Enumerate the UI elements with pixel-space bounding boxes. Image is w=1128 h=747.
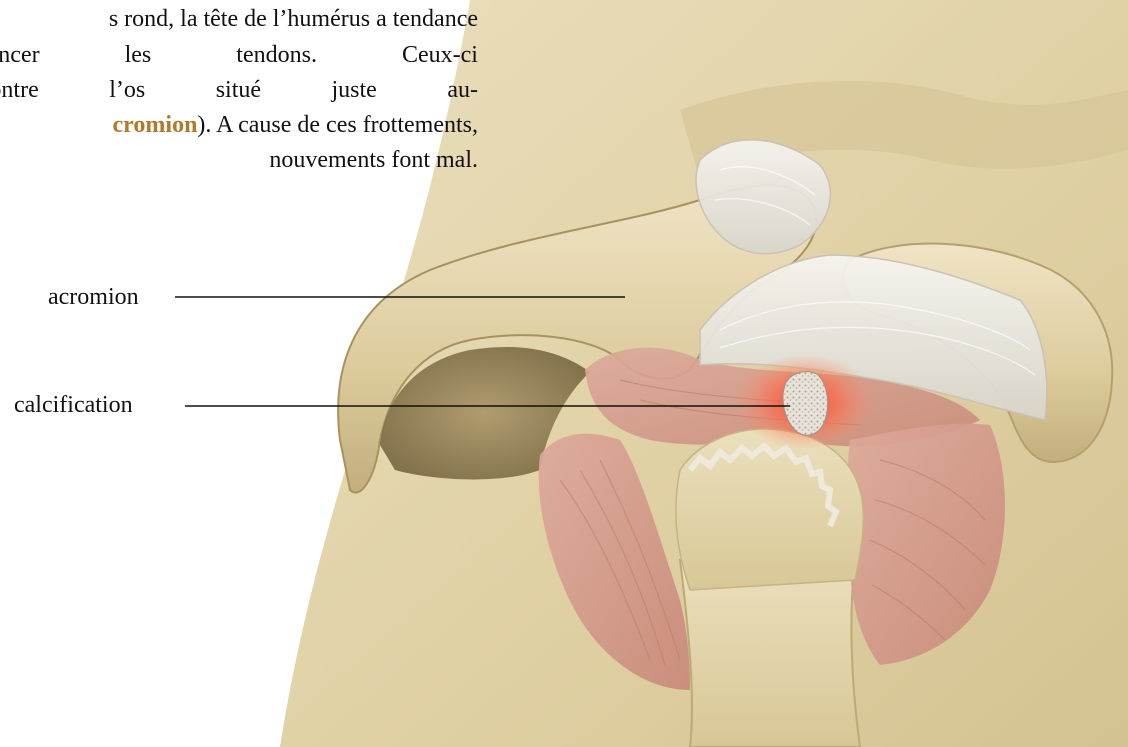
intro-word: l’os (109, 75, 145, 105)
intro-paragraph: s rond, la tête de l’humérus a tendance … (0, 4, 478, 194)
intro-word: Ceux-ci (402, 40, 478, 70)
intro-line-2: r et à coincer les tendons. Ceux-ci (0, 40, 478, 70)
acromion-highlight: cromion (113, 112, 198, 138)
intro-line-3: nt à frotter contre l’os situé juste au- (0, 75, 478, 105)
intro-word: contre (0, 75, 39, 105)
acromion-label: acromion (48, 283, 139, 311)
intro-word: juste (332, 75, 377, 105)
intro-line-1: s rond, la tête de l’humérus a tendance (109, 4, 478, 34)
intro-word: tendons. (236, 40, 317, 70)
intro-word: les (125, 40, 152, 70)
intro-word: situé (216, 75, 261, 105)
intro-word: coincer (0, 40, 40, 70)
calcification-label: calcification (14, 391, 133, 419)
intro-line-4: cromion). A cause de ces frottements, (113, 110, 478, 140)
intro-line-4-rest: ). A cause de ces frottements, (197, 112, 478, 138)
intro-line-5: nouvements font mal. (269, 145, 478, 175)
intro-word: au- (447, 75, 478, 105)
